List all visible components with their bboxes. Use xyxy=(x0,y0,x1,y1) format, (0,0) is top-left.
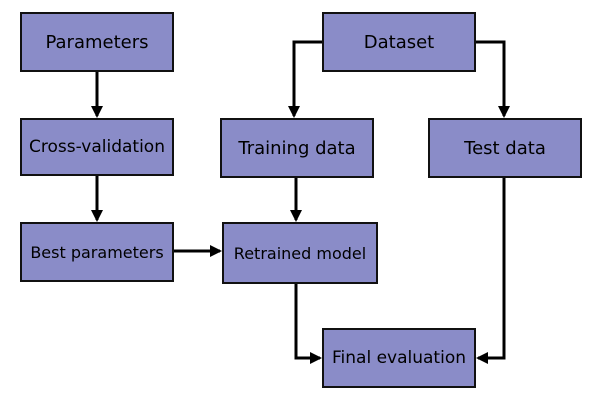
node-retrained-model: Retrained model xyxy=(222,222,378,284)
node-test-data: Test data xyxy=(428,118,582,178)
node-retrained-model-label: Retrained model xyxy=(233,243,367,263)
arrow-dataset-to-test-data xyxy=(476,40,510,118)
node-best-parameters: Best parameters xyxy=(20,222,174,282)
arrow-retrained-model-to-final-evaluation xyxy=(294,284,322,364)
node-training-data: Training data xyxy=(220,118,374,178)
arrow-test-data-to-final-evaluation xyxy=(476,178,506,364)
node-parameters-label: Parameters xyxy=(45,31,149,53)
node-cross-validation-label: Cross-validation xyxy=(29,137,165,157)
node-dataset: Dataset xyxy=(322,12,476,72)
node-cross-validation: Cross-validation xyxy=(20,118,174,176)
node-final-evaluation: Final evaluation xyxy=(322,328,476,388)
node-parameters: Parameters xyxy=(20,12,174,72)
node-best-parameters-label: Best parameters xyxy=(30,242,164,262)
arrow-dataset-to-training-data xyxy=(288,40,322,118)
node-training-data-label: Training data xyxy=(238,137,356,159)
node-final-evaluation-label: Final evaluation xyxy=(332,348,466,368)
node-dataset-label: Dataset xyxy=(363,31,435,53)
node-test-data-label: Test data xyxy=(464,137,546,159)
